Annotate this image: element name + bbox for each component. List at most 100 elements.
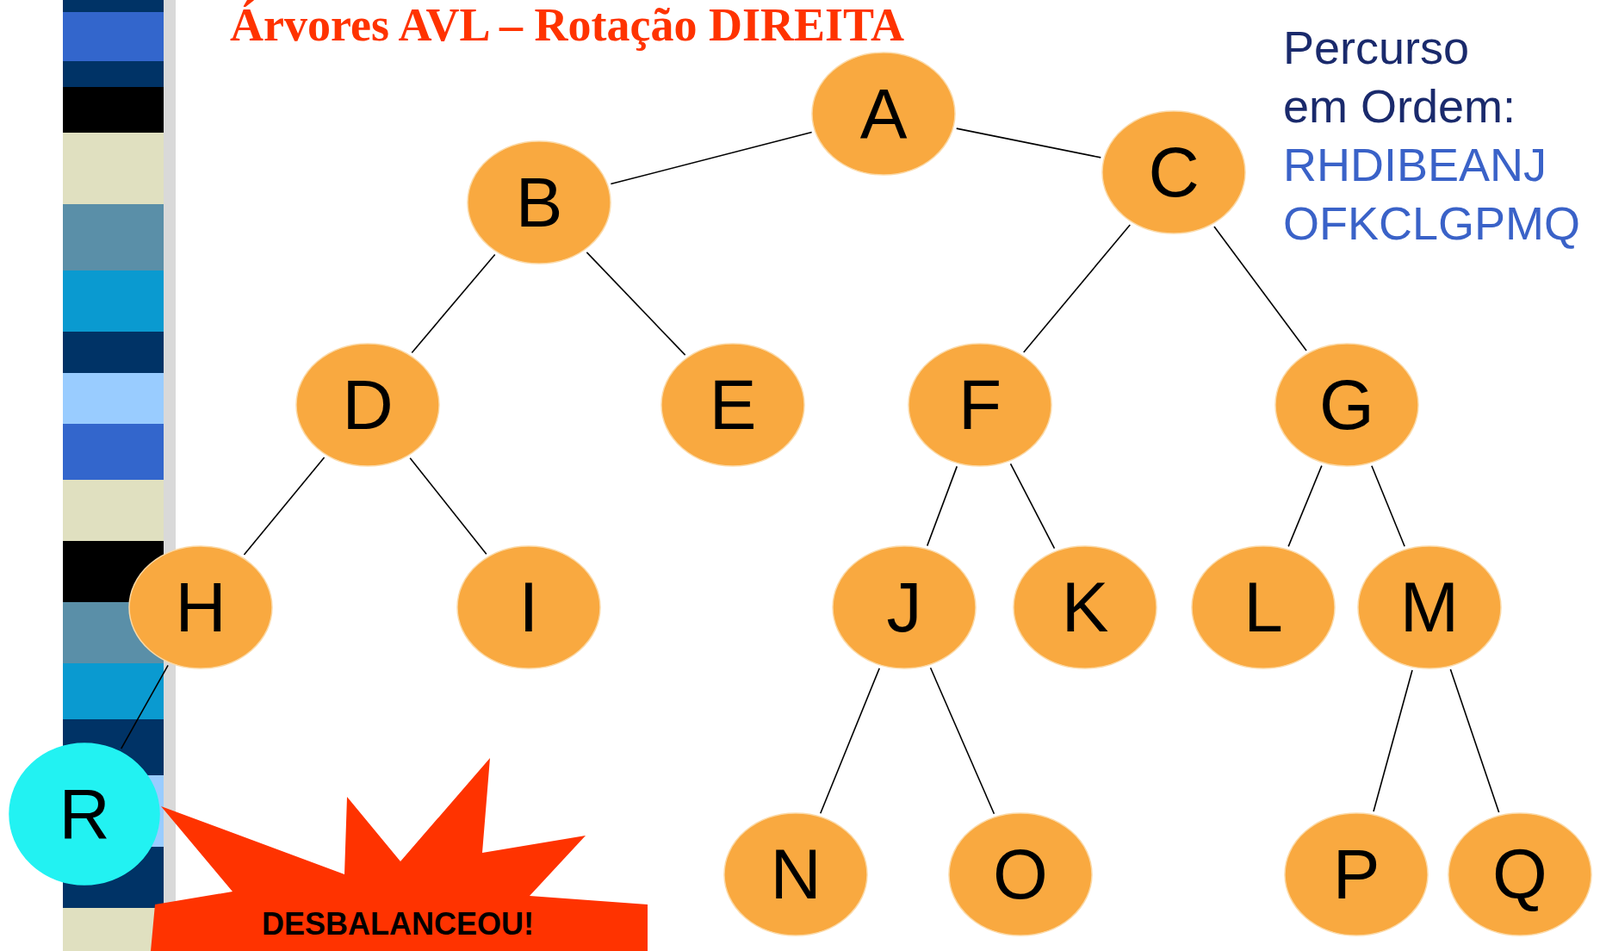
tree-edge: [1010, 463, 1055, 548]
node-letter: P: [1333, 838, 1381, 910]
stripe: [62, 423, 164, 480]
tree-edge: [1288, 465, 1322, 547]
node-fill: [467, 141, 611, 264]
tree-edge: [956, 128, 1102, 158]
node-fill: [661, 343, 805, 466]
tree-node: H: [128, 545, 273, 670]
node-label-wrap: J: [831, 545, 977, 670]
stripe: [62, 61, 164, 87]
node-fill: [812, 52, 956, 175]
node-letter: K: [1061, 571, 1110, 643]
tree-node: A: [811, 51, 956, 176]
stripe: [62, 86, 164, 133]
tree-node: L: [1190, 545, 1336, 670]
node-letter: N: [769, 838, 821, 910]
node-fill: [1191, 545, 1335, 669]
node-label-wrap: Q: [1447, 812, 1593, 937]
tree-node: C: [1101, 110, 1247, 235]
alert-starburst: DESBALANCEOU!: [148, 757, 648, 951]
node-fill: [1102, 111, 1246, 234]
stripe: [62, 270, 164, 332]
node-letter: G: [1319, 369, 1375, 441]
node-letter: E: [709, 369, 757, 441]
tree-edge: [586, 252, 685, 355]
node-label-wrap: L: [1190, 545, 1336, 670]
node-label-wrap: O: [948, 812, 1093, 937]
tree-node: B: [466, 140, 612, 265]
traversal-text: Percurso: [1283, 18, 1470, 76]
stripe: [62, 372, 164, 424]
node-fill: [1275, 343, 1419, 466]
stripe: [62, 204, 164, 271]
node-letter: A: [860, 78, 908, 149]
node-label-wrap: E: [660, 342, 806, 467]
tree-node: K: [1012, 545, 1158, 670]
alert-text: DESBALANCEOU!: [148, 905, 648, 943]
node-letter: O: [992, 838, 1049, 910]
tree-edge: [409, 458, 487, 554]
node-fill: [948, 812, 1092, 936]
tree-edge: [1450, 669, 1499, 813]
tree-node: N: [723, 812, 869, 937]
node-label-wrap: M: [1357, 545, 1502, 670]
traversal-text: OFKCLGPMQ: [1283, 194, 1581, 252]
tree-node: G: [1274, 342, 1420, 467]
tree-edge: [121, 664, 168, 749]
tree-edge: [927, 465, 958, 546]
node-letter: M: [1400, 571, 1459, 643]
tree-edge: [610, 131, 812, 184]
node-label-wrap: I: [456, 545, 602, 670]
tree-node: J: [831, 545, 977, 670]
node-label-wrap: A: [811, 51, 956, 176]
tree-node: D: [295, 342, 441, 467]
node-letter: Q: [1492, 838, 1548, 910]
slide-title: Árvores AVL – Rotação DIREITA: [229, 0, 905, 50]
tree-node: R: [8, 742, 161, 886]
node-label-wrap: F: [907, 342, 1053, 467]
stripe: [62, 663, 164, 720]
tree-node: E: [660, 342, 806, 467]
node-label-wrap: G: [1274, 342, 1420, 467]
stripe: [62, 907, 164, 951]
stripe: [62, 0, 164, 13]
tree-edge: [820, 668, 880, 813]
tree-edge: [1373, 669, 1413, 812]
stripe: [62, 479, 164, 541]
node-letter: D: [341, 369, 393, 441]
stripe: [62, 331, 164, 373]
node-label-wrap: P: [1283, 812, 1429, 937]
node-fill: [1448, 812, 1592, 936]
node-label-wrap: K: [1012, 545, 1158, 670]
node-fill: [1358, 545, 1501, 669]
node-fill: [129, 545, 273, 669]
stripe: [62, 132, 164, 205]
node-letter: F: [958, 369, 1002, 441]
node-letter: B: [515, 167, 564, 238]
node-letter: I: [519, 571, 540, 643]
tree-node: F: [907, 342, 1053, 467]
node-fill: [908, 343, 1052, 466]
traversal-text: em Ordem:: [1283, 77, 1516, 135]
tree-node: P: [1283, 812, 1429, 937]
tree-edge: [930, 667, 995, 814]
node-letter: L: [1243, 571, 1284, 643]
node-fill: [1013, 545, 1157, 669]
stripe: [62, 12, 164, 62]
node-letter: H: [174, 571, 226, 643]
node-fill: [9, 743, 160, 885]
tree-node: M: [1357, 545, 1502, 670]
node-label-wrap: N: [723, 812, 869, 937]
tree-edge: [1023, 224, 1131, 353]
node-fill: [724, 812, 868, 936]
node-fill: [832, 545, 976, 669]
node-label-wrap: R: [8, 742, 161, 886]
tree-node: O: [948, 812, 1093, 937]
tree-edge: [1371, 465, 1405, 547]
tree-node: Q: [1447, 812, 1593, 937]
node-label-wrap: D: [295, 342, 441, 467]
node-label-wrap: C: [1101, 110, 1247, 235]
node-letter: J: [886, 571, 923, 643]
node-label-wrap: B: [466, 140, 612, 265]
node-letter: C: [1147, 136, 1199, 208]
